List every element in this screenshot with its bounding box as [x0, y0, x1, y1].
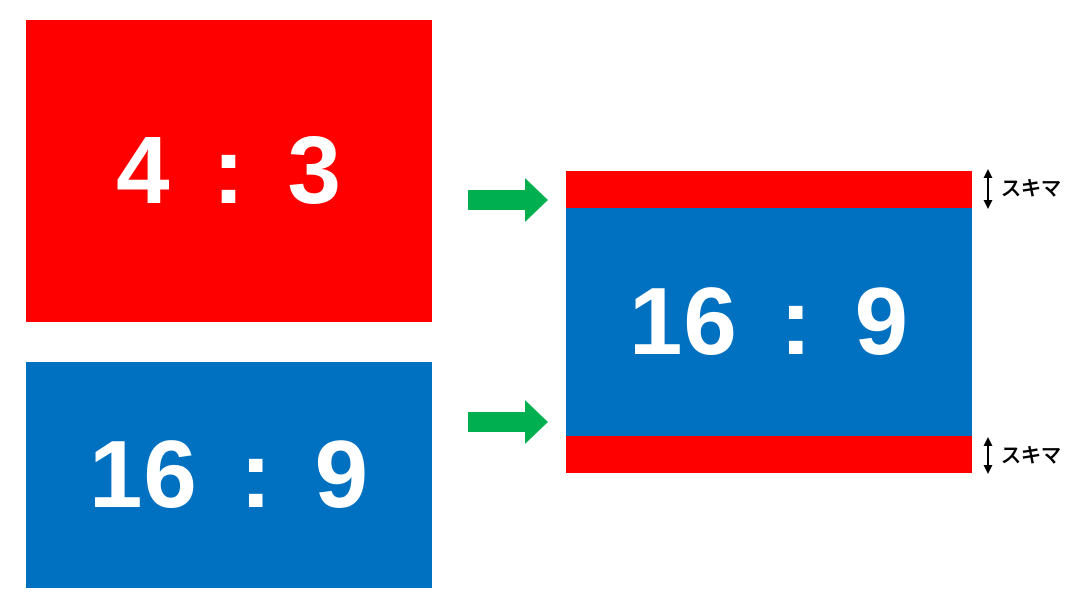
- result-top-gap-strip: [566, 171, 972, 208]
- gap-annotation-top: スキマ: [982, 169, 1061, 209]
- result-16-9-label: 16 : 9: [628, 268, 910, 375]
- right-arrow-icon: [468, 400, 548, 444]
- source-4-3-rect: 4 : 3: [26, 20, 432, 322]
- vertical-double-arrow-icon: [983, 169, 993, 209]
- gap-top-label: スキマ: [1001, 178, 1061, 200]
- gap-annotation-bottom: スキマ: [982, 437, 1061, 474]
- result-bottom-gap-strip: [566, 436, 972, 473]
- gap-bottom-label: スキマ: [1001, 444, 1061, 467]
- result-4-3-frame: 16 : 9: [566, 171, 972, 473]
- vertical-double-arrow-icon: [983, 437, 993, 474]
- source-4-3-label: 4 : 3: [116, 117, 342, 224]
- result-16-9-content: 16 : 9: [566, 208, 972, 436]
- source-16-9-rect: 16 : 9: [26, 362, 432, 588]
- source-16-9-label: 16 : 9: [88, 421, 370, 528]
- right-arrow-icon: [468, 178, 548, 222]
